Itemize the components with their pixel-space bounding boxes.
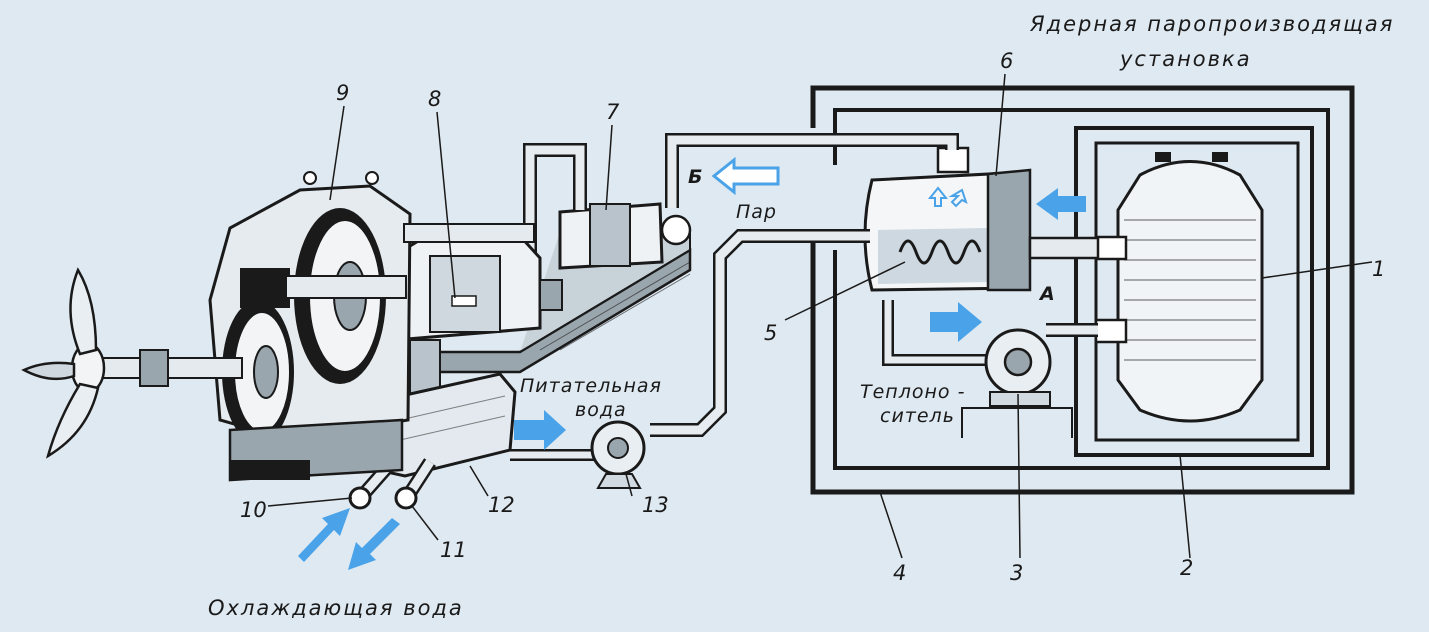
callout-9: 9 bbox=[336, 81, 349, 105]
callout-7: 7 bbox=[606, 100, 620, 124]
callout-5: 5 bbox=[764, 321, 777, 345]
point-a-label: А bbox=[1038, 283, 1056, 305]
cooling-water-label: Охлаждающая вода bbox=[208, 596, 464, 620]
callout-3: 3 bbox=[1010, 561, 1023, 585]
turbine-icon bbox=[388, 143, 692, 411]
pump-icon bbox=[882, 300, 1098, 438]
text-labels: Ядерная паропроизводящая установка Пар Б… bbox=[208, 12, 1394, 620]
callout-4: 4 bbox=[893, 561, 906, 585]
feedwater-pipe bbox=[510, 229, 870, 461]
callout-2: 2 bbox=[1180, 556, 1193, 580]
feed-water-line2: вода bbox=[575, 399, 627, 421]
callout-11: 11 bbox=[440, 538, 467, 562]
reduction-gear-icon bbox=[208, 171, 535, 482]
steam-generator-icon bbox=[863, 146, 1100, 292]
callout-10: 10 bbox=[240, 498, 267, 522]
leader-lines bbox=[267, 73, 1373, 559]
callout-8: 8 bbox=[428, 87, 441, 111]
title-line1: Ядерная паропроизводящая bbox=[1029, 12, 1394, 36]
callout-6: 6 bbox=[1000, 49, 1013, 73]
flow-arrow-icon bbox=[298, 156, 1086, 570]
callout-13: 13 bbox=[642, 493, 669, 517]
callout-12: 12 bbox=[488, 493, 515, 517]
coolant-line2: ситель bbox=[880, 405, 955, 427]
propeller-icon bbox=[21, 267, 243, 459]
feed-water-line1: Питательная bbox=[520, 375, 662, 397]
title-line2: установка bbox=[1119, 47, 1252, 71]
feed-pump-icon bbox=[590, 420, 646, 489]
reactor-icon bbox=[1094, 152, 1264, 423]
coolant-line1: Теплоно - bbox=[860, 381, 965, 403]
callout-1: 1 bbox=[1372, 257, 1385, 281]
steam-label: Пар bbox=[736, 201, 777, 223]
point-b-label: Б bbox=[688, 166, 703, 188]
steam-pipe bbox=[665, 133, 959, 208]
